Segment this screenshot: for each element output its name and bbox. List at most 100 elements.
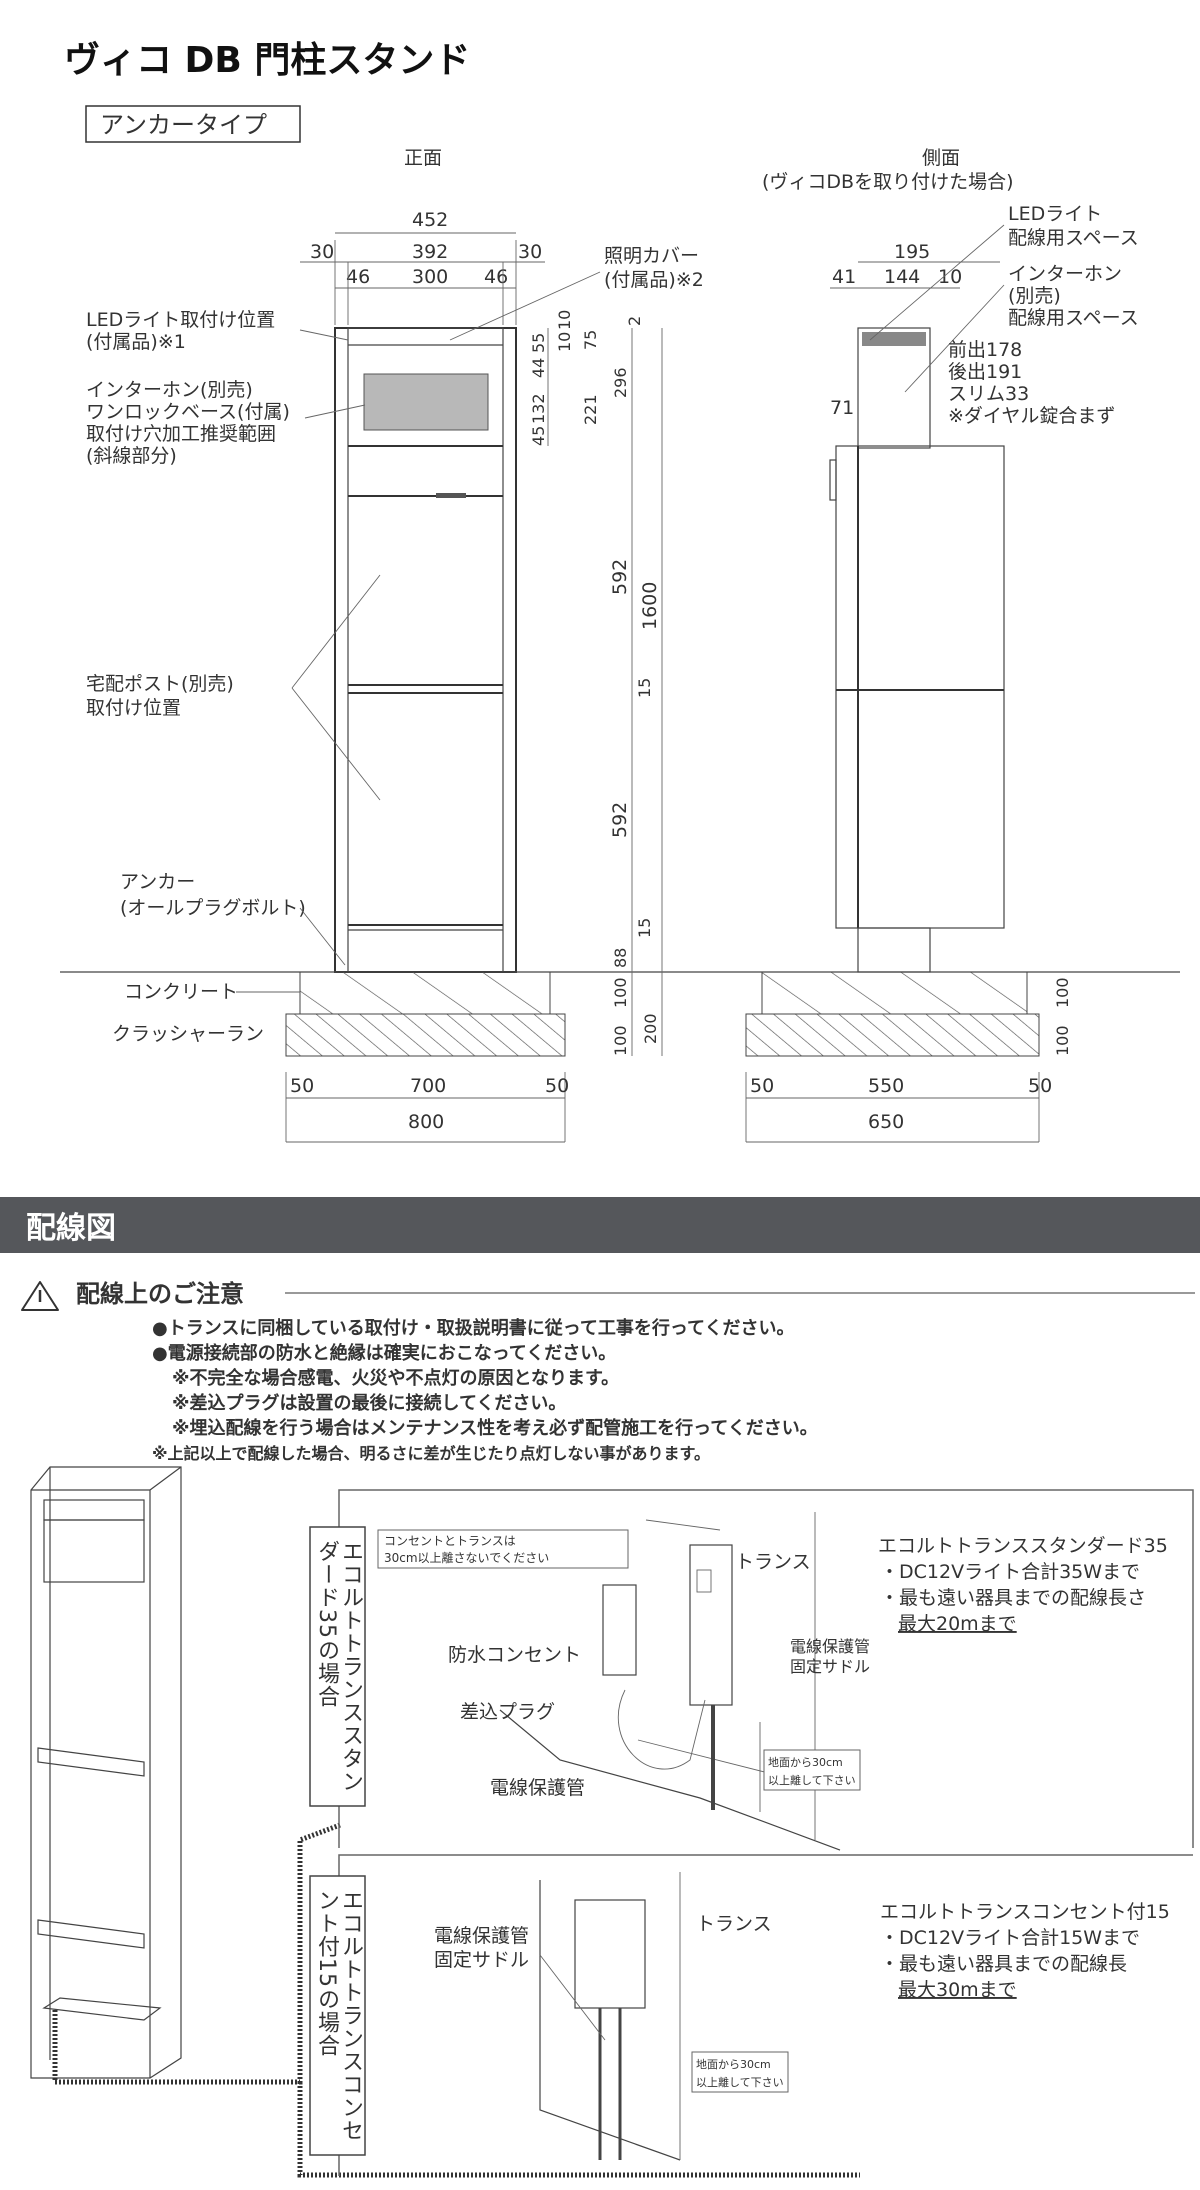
caution-title: 配線上のご注意 [76, 1280, 244, 1308]
label-intercom-space: 配線用スペース [1008, 307, 1139, 329]
dim-221: 221 [581, 394, 600, 425]
label-intercom: インターホン(別売) [86, 379, 253, 401]
ground-note: 地面から30cm [696, 2058, 771, 2071]
page-title: ヴィコ DB 門柱スタンド [64, 40, 470, 81]
spec-title: エコルトトランスコンセント付15 [880, 1901, 1170, 1923]
dim-296: 296 [611, 367, 630, 398]
spec-line: ・最も遠い器具までの配線長 [880, 1953, 1127, 1975]
dim-392: 392 [412, 241, 448, 263]
dim-100: 100 [611, 1025, 630, 1056]
caution-icon [21, 1281, 59, 1311]
label-transformer: トランス [735, 1551, 811, 1573]
dim-15: 15 [635, 918, 654, 938]
distance-note: 30cm以上離さないでください [384, 1551, 549, 1565]
dim-592: 592 [609, 559, 631, 595]
type-box [85, 105, 301, 143]
transformer-icon [574, 1899, 646, 2009]
dim-100: 100 [1053, 977, 1072, 1008]
label-led-position: LEDライト取付け位置 [86, 309, 275, 331]
label-protrusion: 後出191 [948, 361, 1022, 383]
label-anchor: アンカー [120, 871, 195, 893]
ground-note: 以上離して下さい [768, 1773, 856, 1787]
dim-200: 200 [641, 1013, 660, 1044]
label-light-cover: 照明カバー [604, 245, 699, 267]
caution-note: ※上記以上で配線した場合、明るさに差が生じたり点灯しない事があります。 [152, 1444, 710, 1463]
label-saddle: 固定サドル [790, 1657, 870, 1676]
dim-45: 45 [529, 426, 548, 446]
dim-46: 46 [484, 266, 508, 288]
dim-10: 10 [938, 266, 962, 288]
label-intercom: (斜線部分) [86, 445, 177, 467]
dim-88: 88 [611, 948, 630, 968]
label-intercom: ワンロックベース(付属) [86, 401, 290, 423]
dim-75: 75 [581, 330, 600, 350]
label-conduit: 電線保護管 [490, 1777, 585, 1799]
dim-132: 132 [529, 393, 548, 424]
dim-10: 10 [555, 310, 574, 330]
dim-55: 55 [529, 333, 548, 353]
dim-592: 592 [609, 802, 631, 838]
label-saddle: 電線保護管 [790, 1637, 870, 1656]
dim-10: 10 [555, 332, 574, 352]
dim-650: 650 [868, 1111, 904, 1133]
distance-note: コンセントとトランスは [384, 1534, 516, 1548]
label-protrusion: スリム33 [948, 383, 1029, 405]
label-saddle: 電線保護管 [434, 1925, 529, 1947]
label-delivery-box: 取付け位置 [86, 697, 181, 719]
dim-44: 44 [529, 358, 548, 378]
spec-line: ・DC12Vライト合計35Wまで [880, 1561, 1140, 1583]
label-outlet: 防水コンセント [448, 1644, 581, 1666]
transformer-icon [689, 1544, 733, 1706]
wiring-panel-standard35: コンセントとトランスは 30cm以上離さないでください トランス 防水コンセント… [309, 1489, 1194, 1851]
side-heading: 側面 [922, 147, 960, 169]
label-light-cover: (付属品)※2 [604, 269, 704, 291]
label-delivery-box: 宅配ポスト(別売) [86, 673, 234, 695]
stand-illustration [30, 1466, 182, 2079]
ground-note: 以上離して下さい [696, 2075, 784, 2089]
dim-100: 100 [611, 977, 630, 1008]
cable-route [52, 1822, 341, 2085]
front-view: 正面 452 30 392 30 46 300 46 55 44 132 [60, 147, 1180, 1143]
caution-note: ※差込プラグは設置の最後に接続してください。 [172, 1392, 566, 1414]
spec-line: 最大20mまで [898, 1613, 1017, 1635]
dim-46: 46 [346, 266, 370, 288]
label-led-position: (付属品)※1 [86, 331, 186, 353]
label-crusher-run: クラッシャーラン [112, 1023, 264, 1045]
ground-note: 地面から30cm [768, 1756, 843, 1769]
wiring-panel-outlet15: トランス 電線保護管 固定サドル 地面から30cm 以上離して下さい エコルトト… [309, 1854, 1193, 2176]
panel2-vertical-label: エコルトトランスコンセント付15の場合 [314, 1889, 363, 2142]
label-intercom-space: インターホン [1008, 263, 1122, 285]
label-led-space: LEDライト [1008, 203, 1102, 225]
label-intercom: 取付け穴加工推奨範囲 [86, 423, 276, 445]
caution-note: ●トランスに同梱している取付け・取扱説明書に従って工事を行ってください。 [152, 1317, 794, 1339]
dim-144: 144 [884, 266, 920, 288]
dim-71: 71 [830, 397, 854, 419]
label-saddle: 固定サドル [434, 1949, 529, 1971]
caution-note: ※不完全な場合感電、火災や不点灯の原因となります。 [172, 1367, 619, 1389]
dim-50: 50 [750, 1075, 774, 1097]
label-anchor: (オールプラグボルト) [120, 897, 306, 919]
label-transformer: トランス [696, 1913, 772, 1935]
label-concrete: コンクリート [124, 981, 238, 1003]
spec-line: 最大30mまで [898, 1979, 1017, 2001]
dim-50: 50 [1028, 1075, 1052, 1097]
dim-2: 2 [625, 316, 644, 326]
label-protrusion: 前出178 [948, 339, 1022, 361]
spec-line: ・最も遠い器具までの配線長さ [880, 1587, 1146, 1609]
dim-50: 50 [545, 1075, 569, 1097]
spec-title: エコルトトランススタンダード35 [878, 1535, 1168, 1557]
wiring-header: 配線図 [26, 1211, 116, 1246]
label-led-space: 配線用スペース [1008, 227, 1139, 249]
side-view: 側面 (ヴィコDBを取り付けた場合) 195 41 144 10 71 100 … [745, 147, 1139, 1143]
dim-300: 300 [412, 266, 448, 288]
side-subheading: (ヴィコDBを取り付けた場合) [762, 171, 1014, 193]
dim-30: 30 [310, 241, 334, 263]
dim-800: 800 [408, 1111, 444, 1133]
label-protrusion: ※ダイヤル錠合まず [948, 405, 1115, 427]
caution-note: ●電源接続部の防水と絶縁は確実におこなってください。 [152, 1342, 616, 1364]
front-heading: 正面 [404, 147, 442, 169]
dim-195: 195 [894, 241, 930, 263]
cable-route [297, 2082, 860, 2178]
wiring-header-bar [0, 1197, 1200, 1253]
dim-15: 15 [635, 678, 654, 698]
